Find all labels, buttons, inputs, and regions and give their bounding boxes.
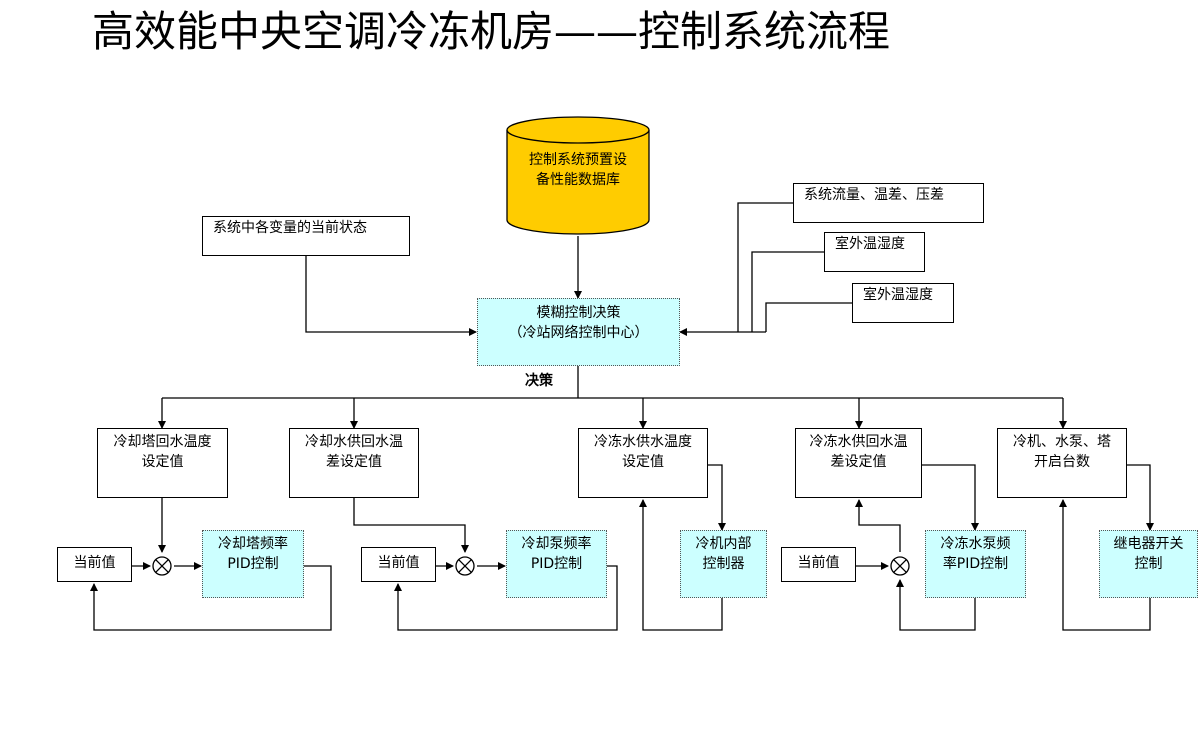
chilled-pump-pid-box: 冷冻水泵频 率PID控制 — [925, 530, 1026, 598]
chilled-delta-setpoint-box: 冷冻水供回水温 差设定值 — [795, 428, 922, 498]
outdoor-humidity-box-1: 室外温湿度 — [824, 232, 925, 272]
database-cylinder-icon — [506, 116, 650, 235]
summing-junction-icon — [152, 556, 172, 576]
current-state-box: 系统中各变量的当前状态 — [202, 216, 410, 256]
summing-junction-icon — [455, 556, 475, 576]
relay-switch-control-box: 继电器开关 控制 — [1099, 530, 1198, 598]
chiller-internal-controller-box: 冷机内部 控制器 — [680, 530, 767, 598]
flow-input-line — [737, 202, 793, 332]
loop4-feedback — [896, 579, 976, 631]
loop5-setpoint-to-relay — [1127, 464, 1154, 531]
outdoor1-input-line — [751, 251, 824, 332]
loop2-feedback — [394, 565, 618, 631]
units-count-setpoint-box: 冷机、水泵、塔 开启台数 — [997, 428, 1127, 498]
cooling-pump-pid-box: 冷却泵频率 PID控制 — [506, 530, 607, 598]
loop3-feedback — [639, 499, 723, 631]
flow-temp-pressure-box: 系统流量、温差、压差 — [793, 183, 984, 223]
fuzzy-control-center: 模糊控制决策 （冷站网络控制中心） — [477, 298, 680, 366]
current-value-box-1: 当前值 — [57, 547, 132, 582]
decision-label: 决策 — [525, 373, 553, 389]
tower-frequency-pid-box: 冷却塔频率 PID控制 — [202, 530, 304, 598]
summing-junction-icon — [890, 556, 910, 576]
page-title: 高效能中央空调冷冻机房——控制系统流程 — [92, 7, 891, 56]
loop4-setpoint-to-pid — [922, 464, 979, 531]
cooling-water-setpoint-box: 冷却水供回水温 差设定值 — [289, 428, 419, 498]
loop5-feedback — [1059, 499, 1151, 631]
loop2-setpoint-to-junction — [353, 498, 469, 553]
outdoor2-input-line — [765, 302, 852, 332]
database-label: 控制系统预置设 备性能数据库 — [529, 152, 627, 188]
loop4-junction-to-setpoint — [855, 499, 901, 552]
outdoor-humidity-box-2: 室外温湿度 — [852, 283, 954, 323]
state-to-center-line — [305, 256, 477, 336]
loop1-feedback — [90, 565, 332, 631]
chilled-supply-setpoint-box: 冷冻水供水温度 设定值 — [578, 428, 708, 498]
current-value-box-3: 当前值 — [781, 547, 856, 582]
loop3-setpoint-to-controller — [708, 464, 726, 531]
tower-setpoint-box: 冷却塔回水温度 设定值 — [97, 428, 228, 498]
current-value-box-2: 当前值 — [361, 547, 436, 582]
